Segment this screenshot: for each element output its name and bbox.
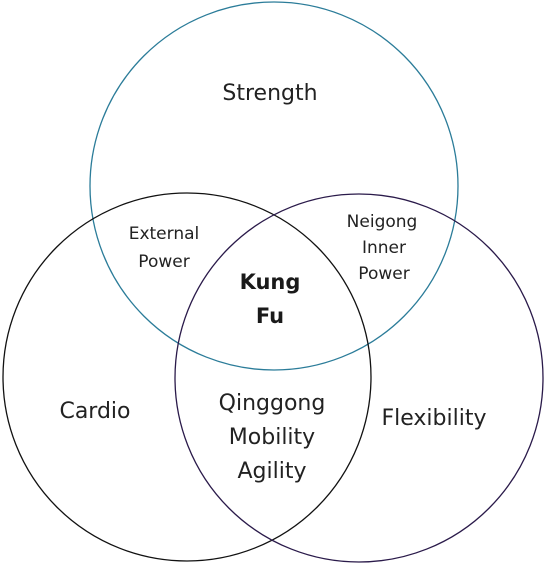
label-external: External [129, 224, 200, 244]
label-mobility: Mobility [229, 425, 315, 450]
label-flexibility: Flexibility [382, 406, 487, 431]
label-strength: Strength [222, 81, 317, 106]
label-inner-power: Power [358, 264, 409, 284]
label-fu: Fu [256, 304, 284, 328]
label-inner: Inner [362, 238, 406, 258]
label-qinggong: Qinggong [219, 391, 326, 416]
circle-strength [89, 1, 459, 371]
label-agility: Agility [238, 459, 307, 484]
circle-flexibility [174, 193, 544, 563]
label-kung: Kung [240, 270, 301, 294]
label-external-power: Power [138, 252, 189, 272]
circle-cardio [2, 192, 372, 562]
label-neigong: Neigong [347, 212, 418, 232]
label-cardio: Cardio [59, 399, 130, 424]
